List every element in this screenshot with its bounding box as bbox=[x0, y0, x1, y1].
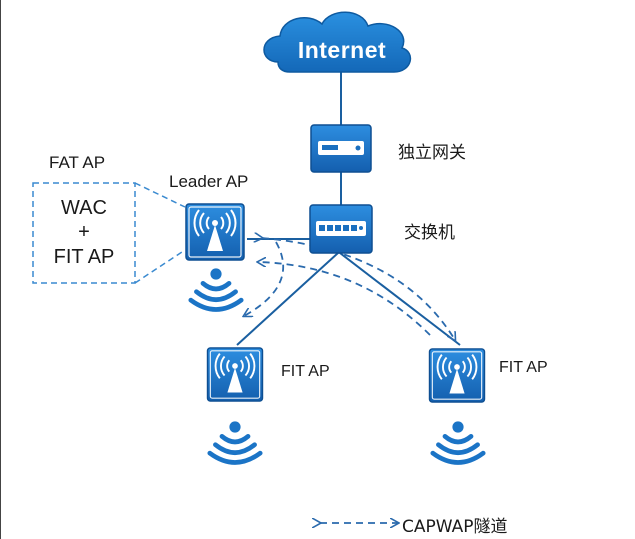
fit-ap-right-icon bbox=[428, 348, 486, 403]
link-switch-fit-left bbox=[236, 252, 339, 346]
fat-ap-line-wac: WAC bbox=[61, 197, 107, 219]
switch-label: 交换机 bbox=[404, 223, 455, 243]
image-border bbox=[0, 0, 1, 539]
legend-label: CAPWAP隧道 bbox=[402, 517, 508, 537]
tunnel-leader-return bbox=[258, 262, 431, 336]
leader-ap-label: Leader AP bbox=[169, 172, 249, 191]
gateway-device-icon bbox=[310, 124, 372, 173]
fat-ap-title: FAT AP bbox=[49, 153, 106, 172]
tunnel-leader-fit-right bbox=[262, 238, 455, 340]
internet-label: Internet bbox=[297, 37, 387, 63]
fat-ap-line-plus: + bbox=[78, 221, 90, 243]
fat-ap-box bbox=[32, 182, 136, 284]
gateway-label: 独立网关 bbox=[398, 143, 466, 163]
fit-ap-right-label: FIT AP bbox=[499, 359, 548, 376]
fit-right-wifi-signal-icon bbox=[433, 421, 483, 462]
leader-access-point-icon bbox=[185, 203, 245, 261]
leader-wifi-signal-icon bbox=[191, 268, 241, 309]
fat-ap-line-fit-ap: FIT AP bbox=[53, 246, 115, 268]
tunnel-leader-fit-left bbox=[244, 241, 285, 316]
fit-ap-left-label: FIT AP bbox=[281, 363, 330, 380]
fit-ap-left-icon bbox=[206, 347, 264, 402]
switch-device-icon bbox=[309, 204, 373, 254]
fit-left-wifi-signal-icon bbox=[210, 421, 260, 462]
capwap-tunnels bbox=[244, 238, 455, 340]
cloud-icon bbox=[263, 11, 412, 73]
link-switch-fit-right bbox=[339, 252, 461, 346]
fat-ap-connector-bottom bbox=[134, 249, 186, 284]
